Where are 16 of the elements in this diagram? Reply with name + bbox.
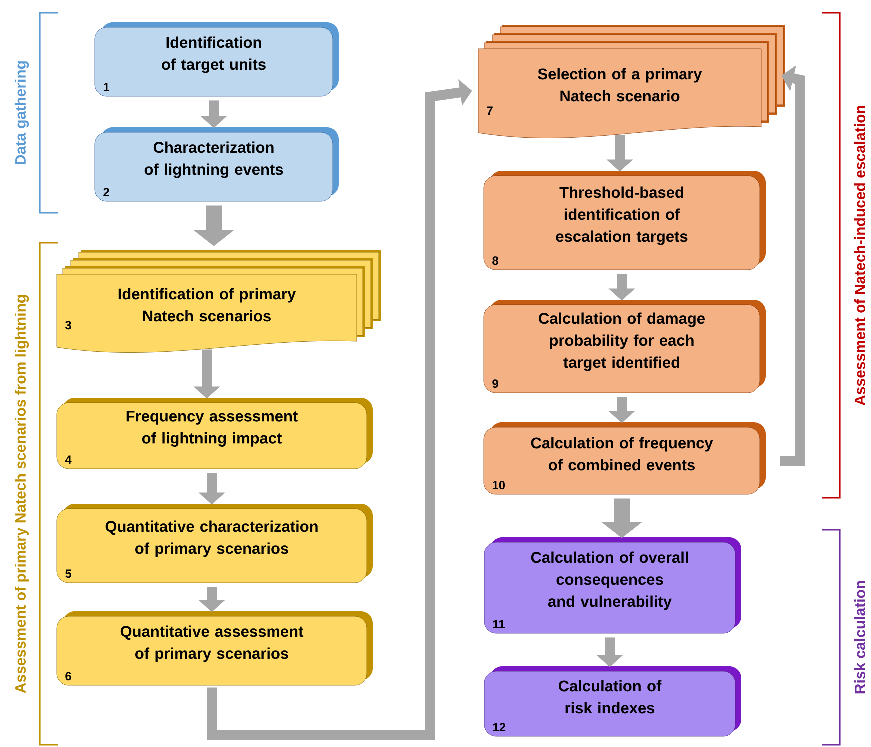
process-box: Calculation of damage probability for each target identified 9 <box>484 300 766 394</box>
section-label: Data gathering <box>14 62 30 164</box>
section-label: Assessment of primary Natech scenarios from lightning <box>14 295 30 694</box>
section-label: Risk calculation <box>854 581 866 694</box>
process-box: Characterization of lightning events 2 <box>94 128 339 202</box>
process-box: Calculation of overall consequences and vulnerability 11 <box>484 538 742 634</box>
document-box: Selection of a primary Natech scenario 7 <box>478 25 786 138</box>
process-box: Calculation of risk indexes 12 <box>484 666 742 737</box>
process-box: Quantitative assessment of primary scenarios 6 <box>56 612 373 686</box>
document-box: Identification of primary Natech scenarios 3 <box>56 250 381 353</box>
process-box: Threshold-based identification of escalation targets 8 <box>484 171 766 270</box>
process-box: Calculation of frequency of combined events 10 <box>484 422 766 495</box>
process-box: Frequency assessment of lightning impact 4 <box>56 398 373 470</box>
section-label: Assessment of Natech-induced escalation <box>854 106 866 406</box>
process-box: Identification of target units 1 <box>94 22 339 97</box>
process-box: Quantitative characterization of primary scenarios 5 <box>56 504 373 584</box>
